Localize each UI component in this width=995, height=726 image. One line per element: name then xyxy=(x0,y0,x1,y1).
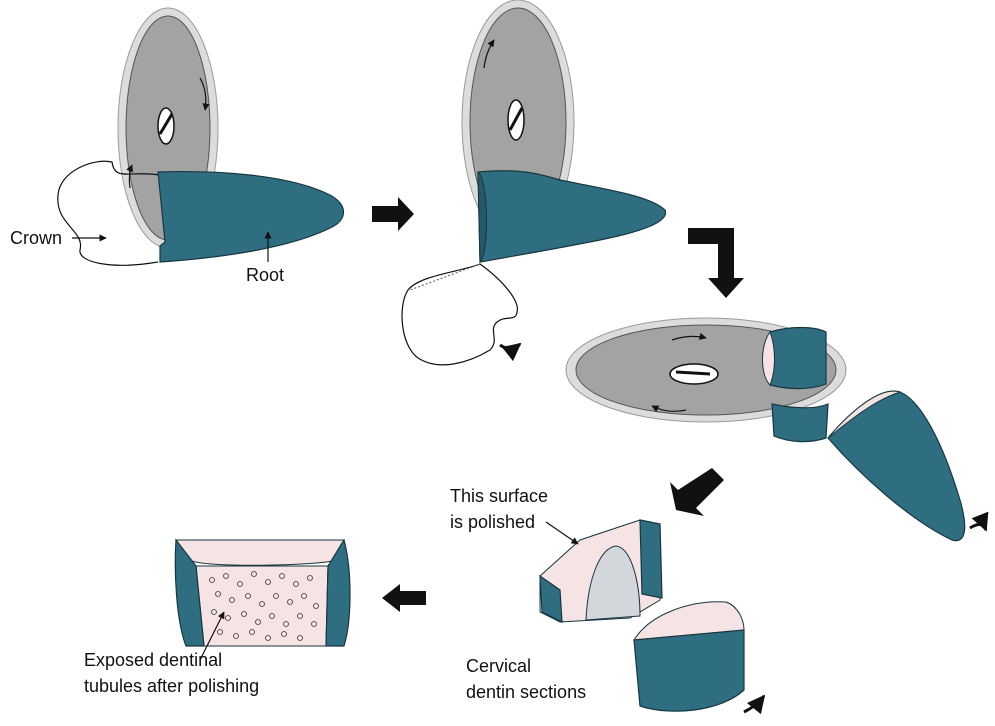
dentin-block-top xyxy=(770,328,826,389)
dentin-block-bottom xyxy=(772,404,828,442)
step1-crown-removal: Crown Root xyxy=(10,8,344,285)
section-side-right xyxy=(640,520,662,598)
rotation-arrow-icon xyxy=(744,696,764,712)
polished-block-face xyxy=(196,566,328,646)
step-arrow-bent-icon xyxy=(688,228,744,298)
step-arrow-left-icon xyxy=(382,584,426,612)
tubules-label-line1: Exposed dentinal xyxy=(84,650,222,670)
step-arrow-right-icon xyxy=(372,197,414,231)
polished-label-line1: This surface xyxy=(450,486,548,506)
step5-polished-section: Exposed dentinal tubules after polishing xyxy=(84,540,350,696)
second-section xyxy=(634,630,744,711)
polished-label-line2: is polished xyxy=(450,512,535,532)
step4-cervical-sections: This surface is polished Cervical dentin… xyxy=(450,486,764,712)
rotation-arrow-icon xyxy=(970,524,986,530)
rotation-arrow-icon xyxy=(500,344,520,348)
step-arrow-diagonal-icon xyxy=(670,468,724,516)
root-section xyxy=(478,171,666,262)
step3-horizontal-cut xyxy=(566,318,986,541)
polished-block-top xyxy=(176,540,344,565)
cervical-label-line1: Cervical xyxy=(466,656,531,676)
polished-pointer-arrow xyxy=(546,522,578,544)
step2-crown-detached xyxy=(402,0,666,365)
tubules-label-line2: tubules after polishing xyxy=(84,676,259,696)
detached-crown-outline xyxy=(402,264,517,365)
root-tip xyxy=(828,391,965,540)
root xyxy=(158,172,344,262)
root-label: Root xyxy=(246,265,284,285)
cervical-label-line2: dentin sections xyxy=(466,682,586,702)
crown-label: Crown xyxy=(10,228,62,248)
